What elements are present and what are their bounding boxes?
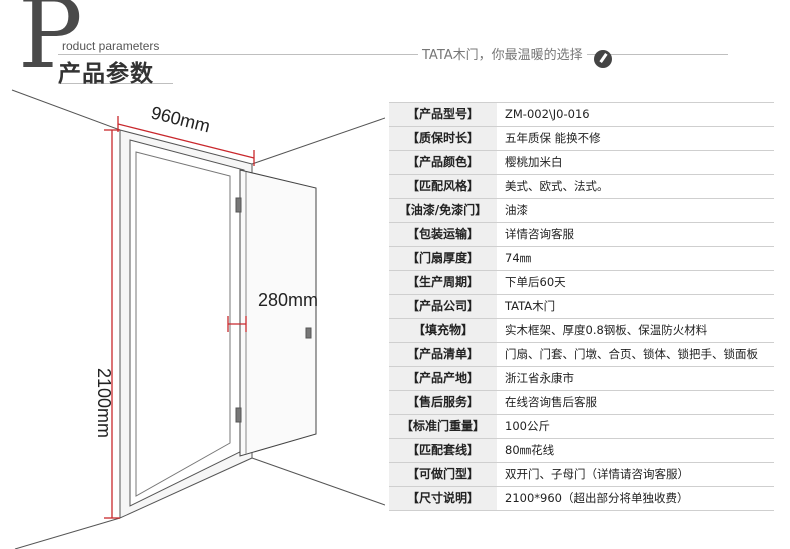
wall-line [251,457,385,506]
door-leaf [239,169,317,457]
table-row: 【填充物】实木框架、厚度0.8钢板、保温防火材料 [389,318,774,342]
hinge [235,197,242,213]
spec-value: 详情咨询客服 [505,227,574,241]
spec-value: 美式、欧式、法式。 [505,179,609,193]
hinge [235,407,242,423]
spec-value: 80㎜花线 [505,443,555,457]
table-row: 【可做门型】双开门、子母门（详情请咨询客服） [389,462,774,486]
width-label: 960mm [149,102,212,136]
spec-label: 【售后服务】 [389,391,497,414]
table-row: 【产品产地】浙江省永康市 [389,366,774,390]
table-row: 【售后服务】在线咨询售后客服 [389,390,774,414]
spec-label: 【产品颜色】 [389,151,497,174]
table-row: 【产品清单】门扇、门套、门墩、合页、锁体、锁把手、锁面板 [389,342,774,366]
spec-value: 下单后60天 [505,275,566,289]
spec-value: 油漆 [505,203,528,217]
table-row: 【质保时长】五年质保 能换不修 [389,126,774,150]
table-row: 【门扇厚度】 74㎜ [389,246,774,270]
table-row: 【匹配套线】 80㎜花线 [389,438,774,462]
spec-label: 【门扇厚度】 [389,247,497,270]
header-initial: P [18,0,83,90]
wall-line [11,89,121,131]
spec-value: 五年质保 能换不修 [505,131,601,145]
door-illustration: 960mm 2100mm 280mm [11,89,385,549]
table-row: 【生产周期】下单后60天 [389,270,774,294]
spec-label: 【标准门重量】 [389,415,497,438]
width-dimension-line [117,123,255,159]
table-row: 【尺寸说明】 2100*960（超出部分将单独收费） [389,486,774,511]
spec-label: 【尺寸说明】 [389,487,497,510]
spec-value: 在线咨询售后客服 [505,395,597,409]
wall-line [14,517,121,549]
table-row: 【产品公司】 TATA木门 [389,294,774,318]
header-subtitle: roduct parameters [62,39,160,53]
spec-label: 【产品公司】 [389,295,497,318]
spec-label: 【质保时长】 [389,127,497,150]
spec-label: 【产品清单】 [389,343,497,366]
spec-label: 【匹配风格】 [389,175,497,198]
spec-label: 【包装运输】 [389,223,497,246]
spec-value: 门扇、门套、门墩、合页、锁体、锁把手、锁面板 [505,347,758,361]
spec-value: 樱桃加米白 [505,155,563,169]
door-handle [305,327,312,339]
spec-label: 【产品型号】 [389,103,497,126]
table-row: 【标准门重量】 100公斤 [389,414,774,438]
spec-value: 双开门、子母门（详情请咨询客服） [505,467,689,481]
spec-value: ZM-002\J0-016 [505,107,590,121]
page-title: 产品参数 [58,61,154,87]
door-inner-jamb [135,151,231,497]
spec-label: 【填充物】 [389,319,497,342]
header-rule-lower [58,83,173,84]
spec-label: 【生产周期】 [389,271,497,294]
spec-label: 【可做门型】 [389,463,497,486]
pencil-icon [594,50,612,68]
spec-value: 浙江省永康市 [505,371,574,385]
thickness-label: 280mm [258,290,318,310]
spec-table: 【产品型号】 ZM-002\J0-016 【质保时长】五年质保 能换不修 【产品颜… [389,102,774,511]
height-label: 2100mm [94,368,114,438]
spec-value: TATA木门 [505,299,556,313]
wall-line [251,117,385,165]
spec-label: 【产品产地】 [389,367,497,390]
spec-value: 74㎜ [505,251,532,265]
table-row: 【产品颜色】樱桃加米白 [389,150,774,174]
spec-label: 【油漆/免漆门】 [389,199,497,222]
spec-value: 2100*960（超出部分将单独收费） [505,491,689,505]
header-rule [58,54,728,55]
table-row: 【包装运输】详情咨询客服 [389,222,774,246]
table-row: 【油漆/免漆门】油漆 [389,198,774,222]
spec-value: 实木框架、厚度0.8钢板、保温防火材料 [505,323,708,337]
brand-slogan: TATA木门，你最温暖的选择 [418,44,587,63]
spec-value: 100公斤 [505,419,550,433]
spec-label: 【匹配套线】 [389,439,497,462]
table-row: 【匹配风格】美式、欧式、法式。 [389,174,774,198]
table-row: 【产品型号】 ZM-002\J0-016 [389,102,774,126]
